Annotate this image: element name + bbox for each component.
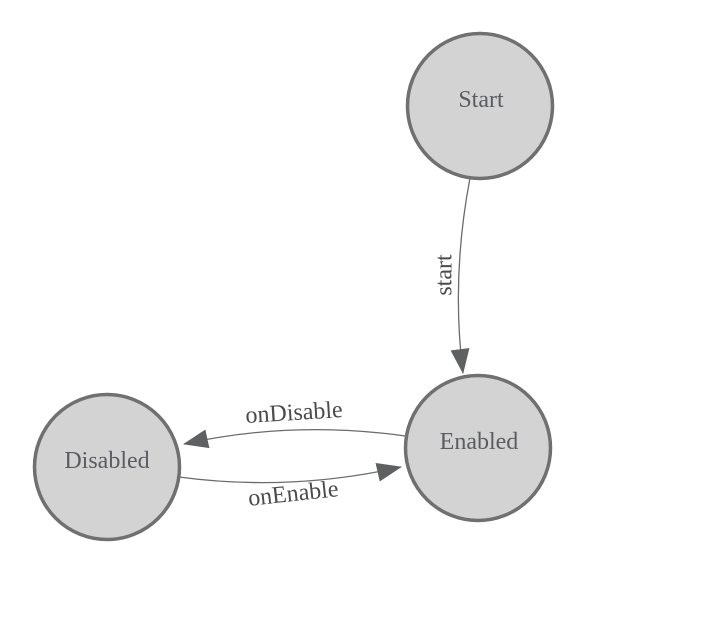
state-node-disabled[interactable]: Disabled bbox=[32, 392, 182, 542]
state-circle-enabled[interactable] bbox=[403, 373, 553, 523]
state-circle-start[interactable] bbox=[405, 31, 555, 181]
state-node-start[interactable]: Start bbox=[405, 31, 555, 181]
state-label-start: Start bbox=[458, 87, 504, 113]
edge-line-start[interactable] bbox=[450, 177, 471, 374]
state-label-disabled: Disabled bbox=[64, 448, 149, 474]
state-label-enabled: Enabled bbox=[440, 429, 519, 455]
edge-label-onenable: onEnable bbox=[247, 476, 340, 512]
edge-label-start: start bbox=[432, 254, 458, 296]
edge-label-ondisable: onDisable bbox=[245, 397, 344, 429]
edge-line-onenable[interactable] bbox=[178, 463, 402, 484]
state-node-enabled[interactable]: Enabled bbox=[403, 373, 553, 523]
edge-enabled-to-disabled[interactable]: onDisable bbox=[183, 397, 406, 449]
edge-line-ondisable[interactable] bbox=[183, 428, 406, 449]
edge-start-to-enabled[interactable]: start bbox=[432, 177, 471, 374]
state-circle-disabled[interactable] bbox=[32, 392, 182, 542]
edge-disabled-to-enabled[interactable]: onEnable bbox=[178, 463, 402, 512]
